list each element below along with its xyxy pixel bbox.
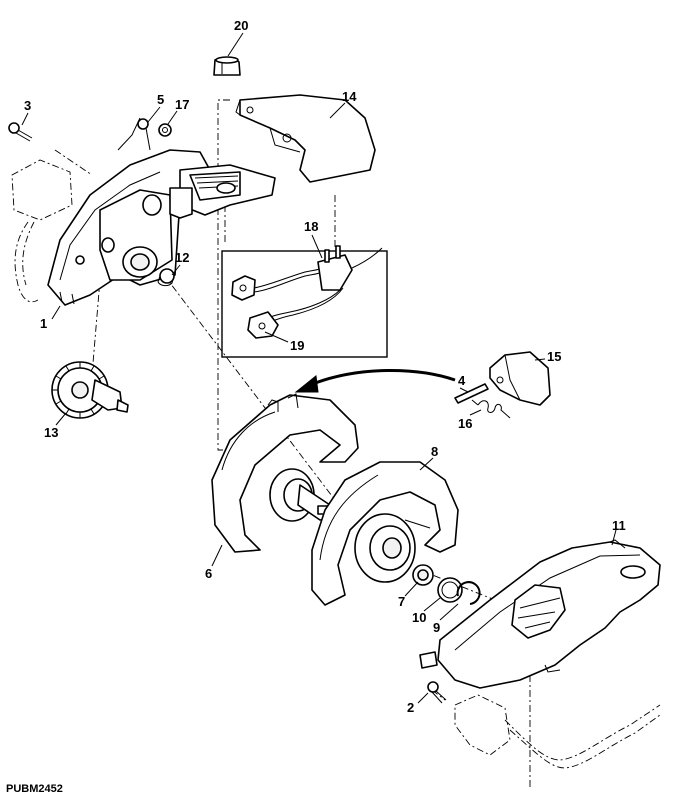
callout-17: 17 (175, 97, 189, 112)
direction-arrow (294, 369, 456, 393)
callout-4: 4 (458, 373, 466, 388)
spring-part-5 (117, 117, 151, 151)
callout-10: 10 (412, 610, 426, 625)
bushing-part-12 (157, 268, 175, 287)
callout-20: 20 (234, 18, 248, 33)
callout-16: 16 (458, 416, 472, 431)
callout-1: 1 (40, 316, 47, 331)
callout-8: 8 (431, 444, 438, 459)
callout-3: 3 (24, 98, 31, 113)
figure-code: PUBM2452 (6, 783, 63, 795)
callout-2: 2 (407, 700, 414, 715)
washer-part-17 (158, 123, 172, 137)
rubber-foot-part-20 (213, 56, 241, 76)
callout-9: 9 (433, 620, 440, 635)
motor-outline-bottom (454, 694, 661, 769)
callout-13: 13 (44, 425, 58, 440)
leader-lines (21, 32, 617, 704)
motor-outline (11, 159, 73, 303)
callout-5: 5 (157, 92, 164, 107)
callout-7: 7 (398, 594, 405, 609)
callout-15: 15 (547, 349, 561, 364)
blade-guard-part-6 (211, 393, 359, 553)
washer-part-7 (412, 564, 434, 586)
right-housing-part-11 (419, 539, 661, 689)
callout-12: 12 (175, 250, 189, 265)
circlip-part-9 (456, 581, 481, 605)
blade-part-8 (311, 461, 459, 606)
top-cover-part-14 (235, 94, 376, 183)
callout-18: 18 (304, 219, 318, 234)
callout-11: 11 (612, 518, 626, 533)
screw-part-3 (8, 122, 33, 142)
callout-14: 14 (342, 89, 357, 104)
switch-bracket (169, 164, 276, 219)
lever-cover-part-15 (489, 351, 551, 406)
screw-part-2 (427, 681, 447, 704)
callout-labels: 1 2 3 4 5 6 7 8 9 10 11 12 13 14 15 16 1… (24, 18, 626, 715)
spring-part-16 (471, 399, 511, 419)
gear-part-13 (51, 361, 129, 419)
wiring-kit-box-part-18 (221, 245, 388, 358)
pin-part-4 (454, 383, 489, 404)
callout-6: 6 (205, 566, 212, 581)
callout-19: 19 (290, 338, 304, 353)
